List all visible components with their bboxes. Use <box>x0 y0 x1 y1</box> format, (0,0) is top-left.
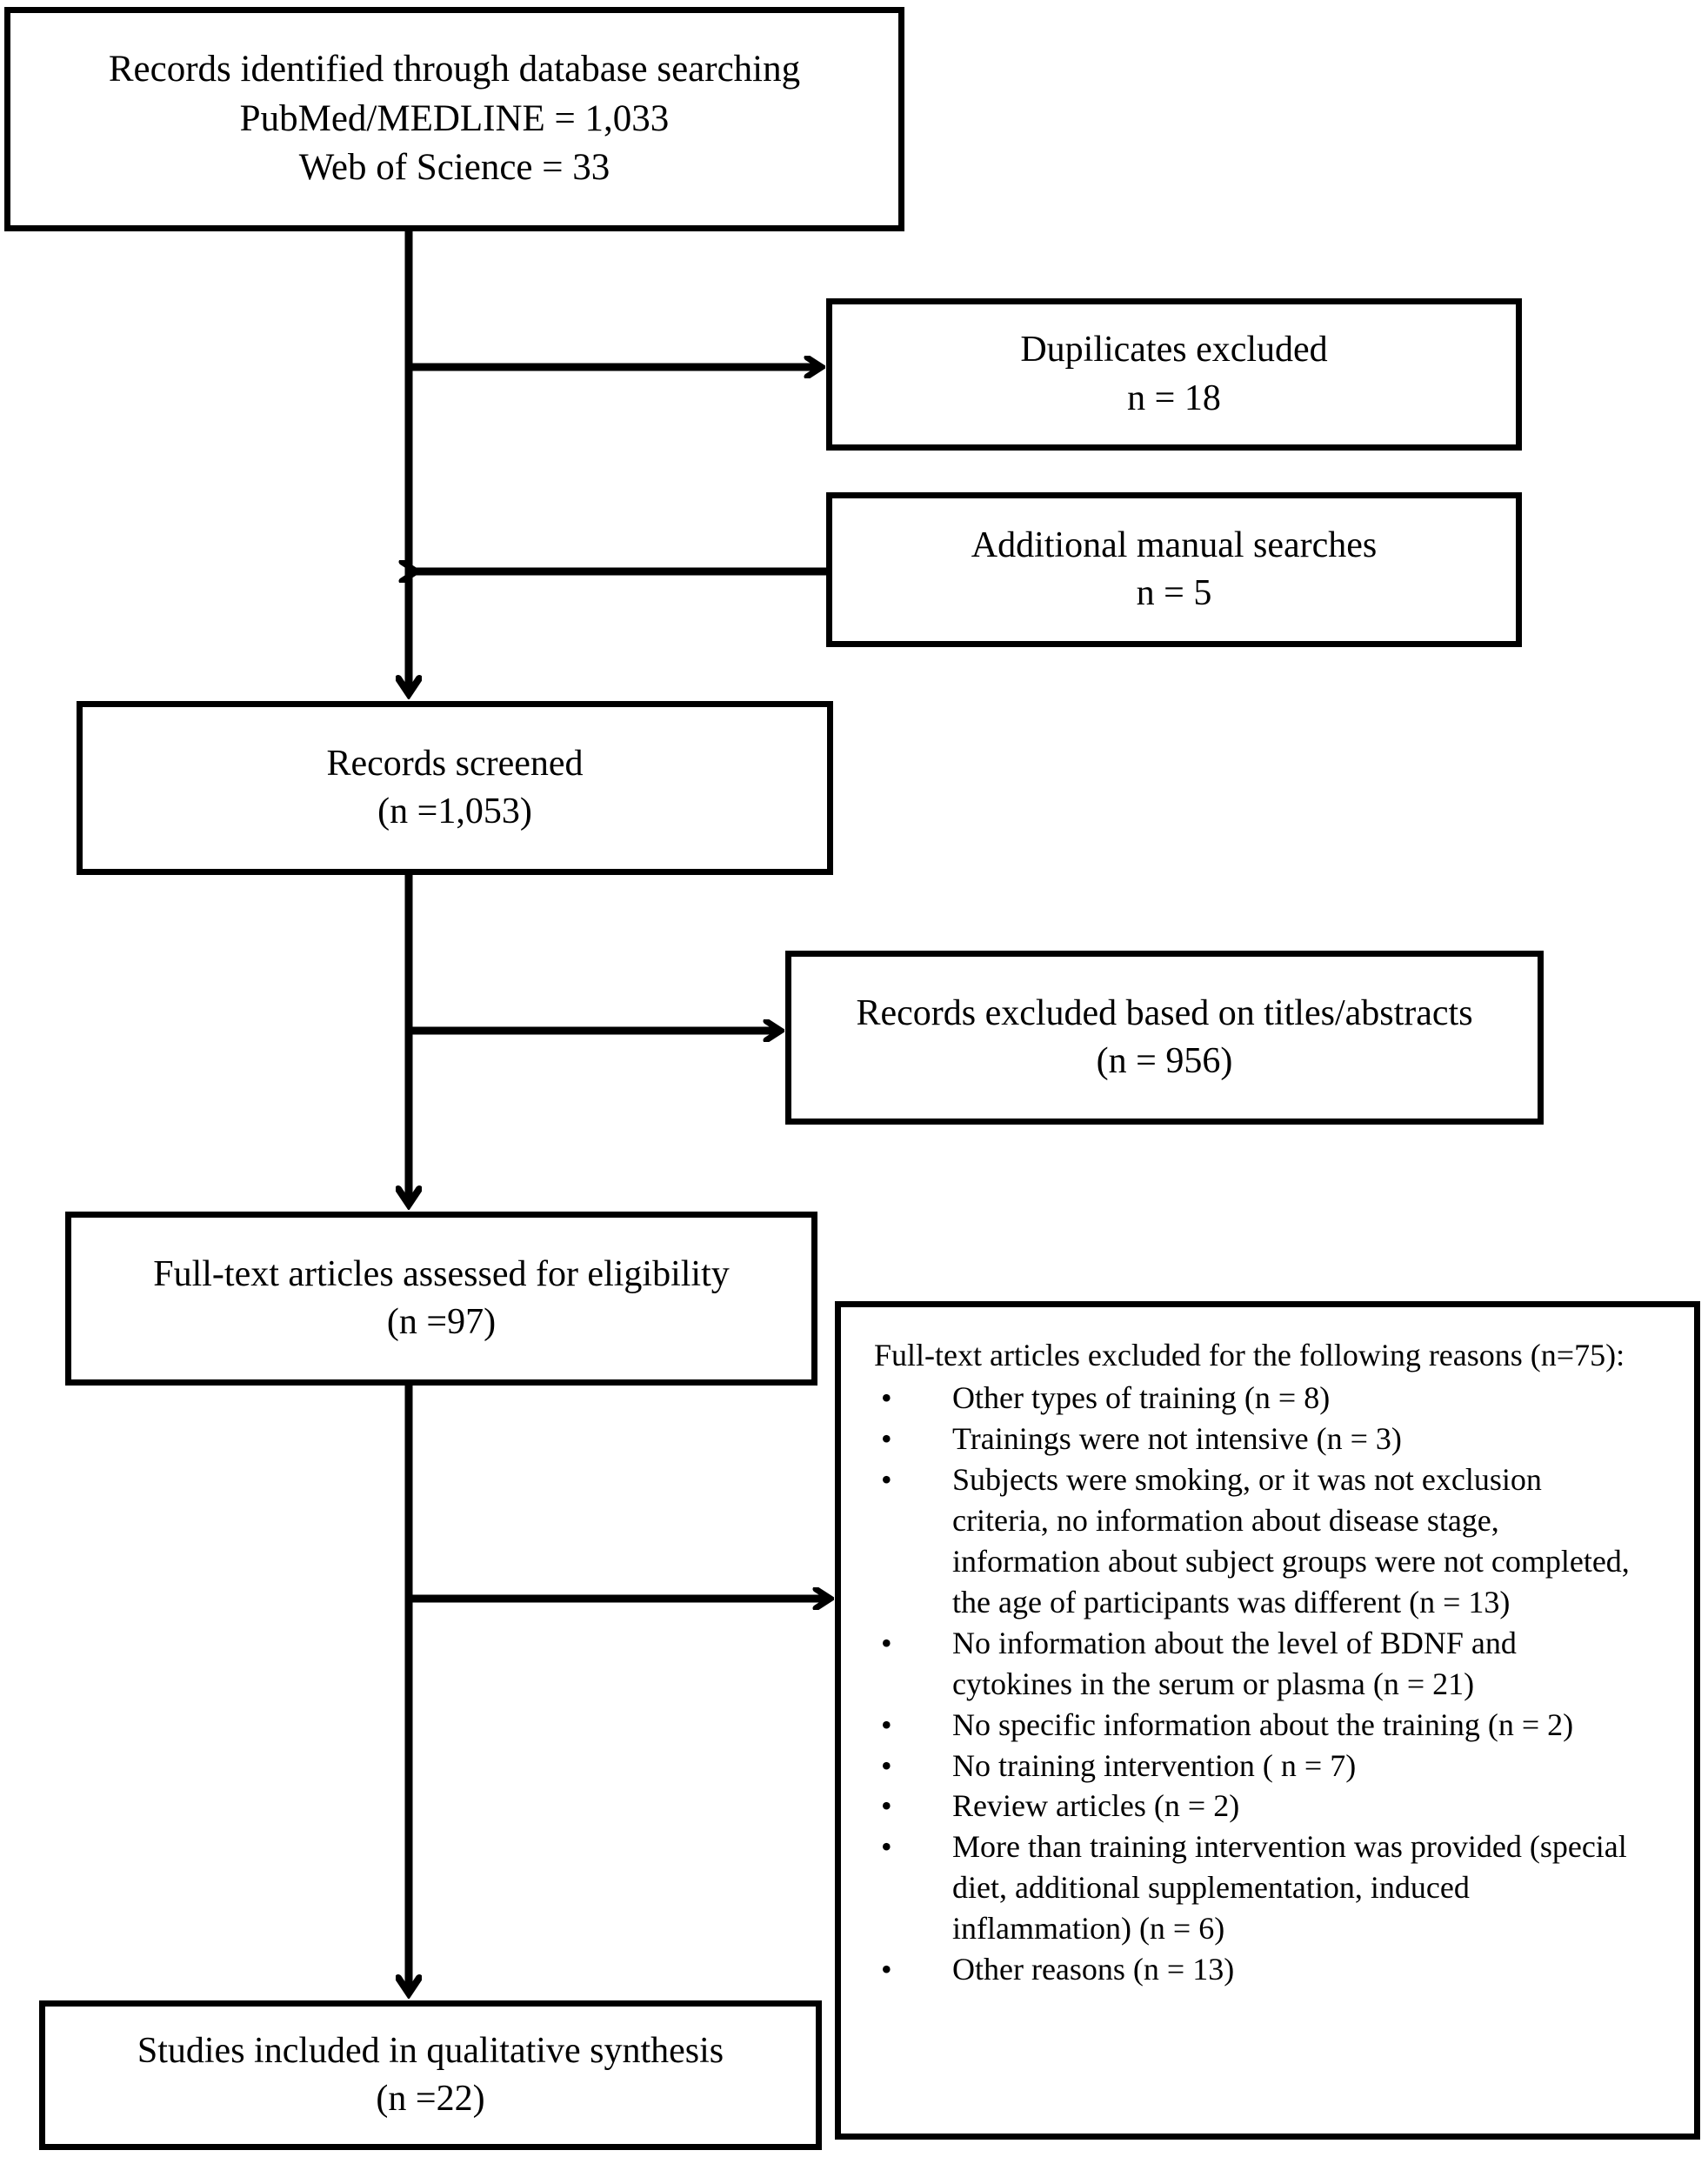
bullet-icon: • <box>881 1706 892 1742</box>
exclusion-reason-item: • Trainings were not intensive (n = 3) <box>874 1419 1675 1459</box>
exclusion-reason-item: • Other reasons (n = 13) <box>874 1949 1675 1990</box>
exclusion-reason-text: No training intervention ( n = 7) <box>952 1747 1357 1783</box>
full-text-assessed-line-1: Full-text articles assessed for eligibil… <box>153 1253 730 1294</box>
studies-included-line-1: Studies included in qualitative synthesi… <box>137 2030 724 2071</box>
bullet-icon: • <box>881 1829 892 1865</box>
records-identified-line-1: Records identified through database sear… <box>108 48 801 90</box>
records-identified-line-3: Web of Science = 33 <box>298 147 610 189</box>
exclusion-reasons-box: Full-text articles excluded for the foll… <box>835 1301 1700 2140</box>
records-identified-box: Records identified through database sear… <box>4 7 904 231</box>
additional-manual-searches-line-1: Additional manual searches <box>971 524 1378 565</box>
exclusion-reason-text: Subjects were smoking, or it was not exc… <box>952 1461 1630 1619</box>
studies-included-line-2: (n =22) <box>376 2079 485 2119</box>
exclusion-reason-item: • Subjects were smoking, or it was not ex… <box>874 1459 1675 1623</box>
exclusion-reason-text: Other reasons (n = 13) <box>952 1952 1235 1987</box>
records-excluded-line-2: (n = 956) <box>1096 1041 1233 1081</box>
records-excluded-line-1: Records excluded based on titles/abstrac… <box>856 992 1473 1033</box>
additional-manual-searches-box: Additional manual searches n = 5 <box>826 492 1522 647</box>
duplicates-excluded-box: Dupilicates excluded n = 18 <box>826 298 1522 451</box>
bullet-icon: • <box>881 1379 892 1415</box>
exclusion-reason-text: Other types of training (n = 8) <box>952 1379 1331 1415</box>
exclusion-reason-item: • More than training intervention was pro… <box>874 1826 1675 1949</box>
exclusion-reason-text: More than training intervention was prov… <box>952 1829 1627 1947</box>
bullet-icon: • <box>881 1788 892 1824</box>
full-text-assessed-line-2: (n =97) <box>386 1302 497 1342</box>
exclusion-reason-text: No specific information about the traini… <box>952 1706 1574 1742</box>
exclusion-reason-text: Trainings were not intensive (n = 3) <box>952 1420 1402 1456</box>
exclusion-reasons-list: • Other types of training (n = 8) • Traini… <box>874 1378 1675 1991</box>
exclusion-reason-text: Review articles (n = 2) <box>952 1788 1240 1824</box>
exclusion-reason-text: No information about the level of BDNF a… <box>952 1625 1517 1701</box>
bullet-icon: • <box>881 1625 892 1660</box>
records-identified-line-2: PubMed/MEDLINE = 1,033 <box>239 97 670 139</box>
bullet-icon: • <box>881 1461 892 1497</box>
full-text-assessed-box: Full-text articles assessed for eligibil… <box>65 1212 817 1386</box>
bullet-icon: • <box>881 1420 892 1456</box>
exclusion-reason-item: • Review articles (n = 2) <box>874 1786 1675 1826</box>
studies-included-box: Studies included in qualitative synthesi… <box>39 2000 822 2150</box>
records-screened-line-2: (n =1,053) <box>377 791 532 831</box>
duplicates-excluded-line-2: n = 18 <box>1127 377 1221 418</box>
exclusion-reason-item: • Other types of training (n = 8) <box>874 1378 1675 1419</box>
exclusion-reason-item: • No training intervention ( n = 7) <box>874 1746 1675 1786</box>
bullet-icon: • <box>881 1747 892 1783</box>
additional-manual-searches-line-2: n = 5 <box>1136 573 1212 613</box>
exclusion-reasons-heading: Full-text articles excluded for the foll… <box>874 1338 1625 1372</box>
exclusion-reason-item: • No specific information about the train… <box>874 1705 1675 1746</box>
duplicates-excluded-line-1: Dupilicates excluded <box>1020 330 1328 371</box>
bullet-icon: • <box>881 1952 892 1987</box>
exclusion-reason-item: • No information about the level of BDNF … <box>874 1623 1675 1705</box>
records-excluded-box: Records excluded based on titles/abstrac… <box>785 951 1544 1125</box>
records-screened-line-1: Records screened <box>326 743 584 784</box>
records-screened-box: Records screened (n =1,053) <box>77 701 833 875</box>
